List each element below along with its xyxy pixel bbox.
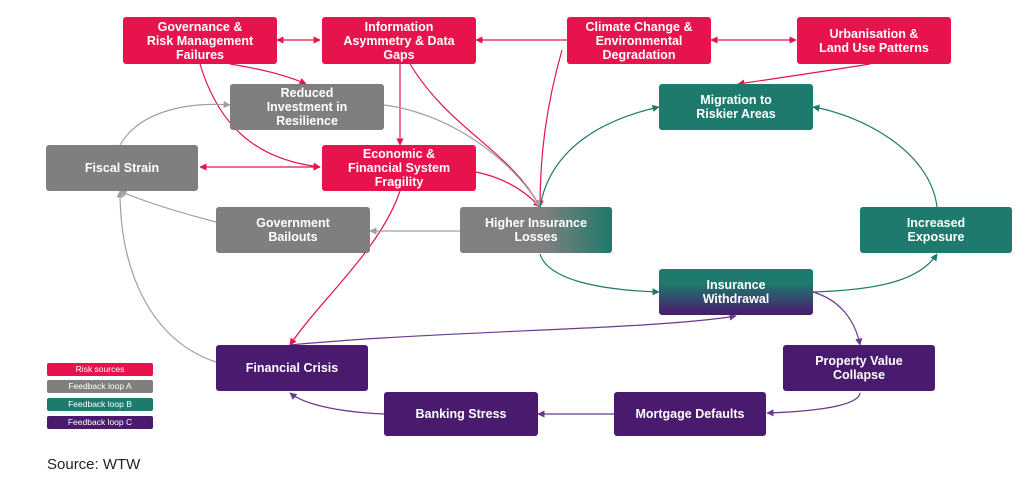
node-higher-insurance-losses: Higher Insurance Losses (460, 207, 612, 253)
node-information-asymmetry-data-gaps: Information Asymmetry & Data Gaps (322, 17, 476, 64)
legend-feedback-loop-b: Feedback loop B (47, 398, 153, 411)
legend-feedback-loop-a: Feedback loop A (47, 380, 153, 393)
arrow-governance-reduced (229, 63, 307, 85)
arrow-econ-crisis (289, 190, 401, 346)
node-migration-to-riskier-areas: Migration to Riskier Areas (659, 84, 813, 130)
arrow-fiscal-reduced (119, 100, 231, 146)
arrow-banking-crisis (289, 392, 385, 415)
arrow-withdrawal-exposure (812, 253, 938, 293)
legend-feedback-loop-c: Feedback loop C (47, 416, 153, 429)
node-governance-risk-management-failures: Governance & Risk Management Failures (123, 17, 277, 64)
arrow-property-mortgage (766, 392, 861, 417)
node-climate-change-environmental-degradation: Climate Change & Environmental Degradati… (567, 17, 711, 64)
node-property-value-collapse: Property Value Collapse (783, 345, 935, 391)
node-economic-financial-system-fragility: Economic & Financial System Fragility (322, 145, 476, 191)
node-banking-stress: Banking Stress (384, 392, 538, 436)
arrow-crisis-fiscal (116, 190, 217, 363)
node-insurance-withdrawal: Insurance Withdrawal (659, 269, 813, 315)
node-fiscal-strain: Fiscal Strain (46, 145, 198, 191)
arrow-withdrawal-property (812, 291, 863, 346)
arrow-urban-migration (737, 63, 871, 87)
arrow-crisis-withdrawal (289, 313, 737, 346)
arrow-exposure-migration (812, 104, 938, 208)
arrow-econ-losses (475, 171, 541, 208)
source-caption: Source: WTW (47, 456, 141, 473)
node-government-bailouts: Government Bailouts (216, 207, 370, 253)
arrow-losses-migration (539, 104, 660, 208)
arrow-climate-losses (536, 49, 563, 208)
node-urbanisation-land-use-patterns: Urbanisation & Land Use Patterns (797, 17, 951, 64)
arrow-bailouts-fiscal (119, 190, 217, 223)
node-increased-exposure: Increased Exposure (860, 207, 1012, 253)
node-mortgage-defaults: Mortgage Defaults (614, 392, 766, 436)
node-reduced-investment-in-resilience: Reduced Investment in Resilience (230, 84, 384, 130)
node-financial-crisis: Financial Crisis (216, 345, 368, 391)
arrow-reduced-losses (383, 104, 541, 208)
arrow-losses-withdrawal (539, 253, 660, 296)
legend-risk-sources: Risk sources (47, 363, 153, 376)
